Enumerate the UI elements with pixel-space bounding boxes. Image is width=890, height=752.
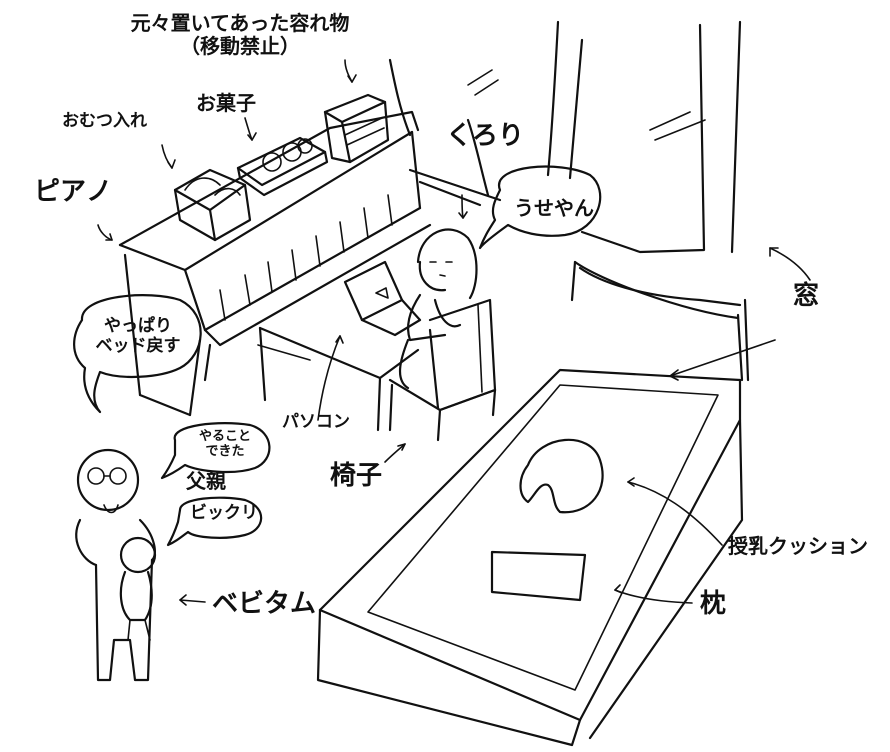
- diaper-box-label: おむつ入れ: [62, 111, 147, 131]
- kurori-label: くろり: [446, 121, 525, 151]
- yappari-line2: ベッド戻す: [95, 335, 181, 356]
- pc-label: パソコン: [282, 412, 350, 432]
- container-label-line2: （移動禁止）: [180, 34, 300, 58]
- nursing-cushion: [519, 438, 604, 514]
- piano-label: ピアノ: [34, 177, 113, 207]
- nursing-cushion-label: 授乳クッション: [728, 534, 868, 558]
- father-figure: [75, 448, 156, 682]
- snack-tray: [236, 136, 329, 197]
- window-label: 窓: [793, 281, 820, 311]
- yarukoto-line1: やること: [198, 429, 251, 444]
- yappari-line1: やっぱり: [104, 316, 172, 336]
- speech-bubbles: [73, 165, 602, 547]
- bikkuri-speech: ビックリ: [190, 503, 258, 523]
- bed: [316, 260, 750, 747]
- baby-figure: [119, 536, 157, 641]
- snack-label: お菓子: [196, 91, 256, 115]
- pillow: [490, 550, 587, 602]
- container-label-line1: 元々置いてあった容れ物: [130, 11, 350, 35]
- pillow-label: 枕: [700, 589, 727, 619]
- container-label: 元々置いてあった容れ物 （移動禁止）: [85, 12, 395, 58]
- chair-label: 椅子: [330, 461, 383, 491]
- window-frame: [408, 20, 742, 254]
- yappari-speech: やっぱり ベッド戻す: [88, 316, 188, 356]
- chair: [388, 298, 497, 442]
- piano: [118, 110, 432, 417]
- diaper-box: [173, 168, 252, 242]
- usayan-speech: うせやん: [514, 196, 594, 220]
- yarukoto-line2: できた: [205, 443, 245, 459]
- father-label: 父親: [186, 469, 226, 493]
- desk: [257, 326, 420, 432]
- storage-container: [323, 93, 390, 164]
- back-wall: [388, 58, 490, 197]
- pointer-arrows: [97, 59, 811, 606]
- baby-label: ベビタム: [212, 589, 317, 619]
- yarukoto-speech: やること できた: [190, 429, 260, 460]
- person-kurori: [399, 228, 478, 390]
